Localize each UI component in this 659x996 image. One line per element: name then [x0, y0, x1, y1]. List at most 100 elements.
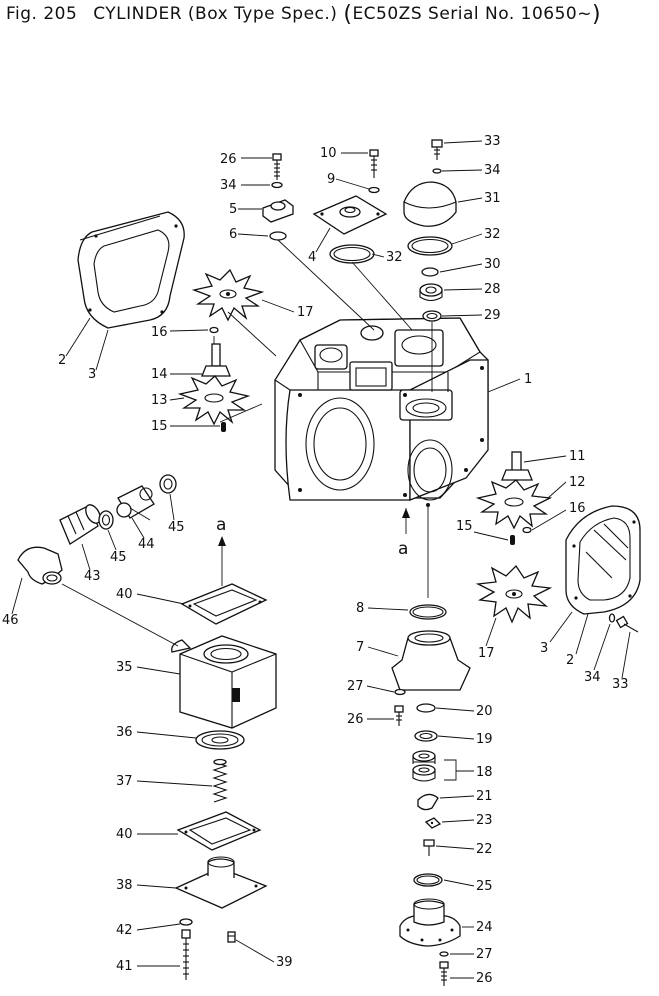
view-arrow-right: a [398, 508, 410, 559]
callout-2: 2 [58, 353, 66, 368]
callout-10: 10 [320, 146, 337, 161]
washer-27-upper [394, 688, 406, 696]
callout-15: 15 [456, 519, 473, 534]
hose-43 [59, 504, 101, 545]
callout-32: 32 [386, 250, 403, 265]
union-44 [116, 485, 155, 519]
callout-leader-27 [366, 685, 395, 693]
callout-leader-35 [136, 666, 181, 675]
callout-37: 37 [116, 774, 133, 789]
impeller-shaft-14-13 [177, 343, 251, 426]
callout-40: 40 [116, 587, 133, 602]
callout-leader-7 [367, 646, 399, 657]
impeller-17-right [475, 564, 553, 624]
callout-44: 44 [138, 537, 155, 552]
callout-45: 45 [168, 520, 185, 535]
callout-42: 42 [116, 923, 133, 938]
callout-29: 29 [484, 308, 501, 323]
pin-16-right [522, 526, 532, 534]
right-cover-gasket [565, 505, 641, 615]
callout-leader-33 [621, 631, 631, 679]
callout-13: 13 [151, 393, 168, 408]
pin-16-left [209, 326, 219, 334]
spring-37 [212, 758, 228, 803]
callout-leader-30 [439, 263, 483, 273]
callout-9: 9 [327, 172, 335, 187]
callout-23: 23 [476, 813, 493, 828]
callout-2: 2 [566, 653, 574, 668]
screw-22 [423, 839, 435, 856]
callout-leader-12 [547, 481, 567, 499]
callout-leader-45 [169, 493, 175, 521]
callout-leader-15 [473, 531, 509, 541]
figure-number: Fig. 205 [6, 4, 78, 24]
callout-3: 3 [88, 367, 96, 382]
callout-leader-1 [487, 378, 521, 393]
callout-leader-3 [95, 329, 109, 371]
callout-leader-20 [435, 707, 475, 712]
callout-16: 16 [151, 325, 168, 340]
paren-open: ( [343, 2, 353, 27]
pin-15-right [510, 535, 515, 545]
callout-leader-36 [136, 731, 197, 739]
callout-leader-11 [523, 455, 567, 463]
callout-leader-2 [65, 317, 91, 357]
callout-leader-21 [439, 795, 475, 799]
o-ring-6 [269, 231, 287, 241]
callout-14: 14 [151, 367, 168, 382]
callout-leader-43 [81, 543, 91, 571]
callout-40: 40 [116, 827, 133, 842]
callout-7: 7 [356, 640, 364, 655]
callout-26: 26 [220, 152, 237, 167]
callout-24: 24 [476, 920, 493, 935]
bolt-26-lower-right [439, 961, 449, 986]
dome-cap-31 [403, 181, 457, 227]
ring-20 [416, 703, 436, 713]
callout-leader-28 [443, 288, 483, 291]
lock-plate-23 [424, 817, 442, 829]
paren-close: ) [591, 2, 602, 27]
view-arrow-left: a [216, 515, 226, 586]
elbow-46 [17, 546, 63, 585]
callout-leader-23 [441, 819, 475, 823]
callout-leader-46 [11, 577, 23, 615]
callout-34: 34 [484, 163, 501, 178]
washer-42 [179, 918, 193, 926]
callout-22: 22 [476, 842, 493, 857]
callout-25: 25 [476, 879, 493, 894]
lock-washer-21 [417, 793, 439, 811]
callout-33: 33 [484, 134, 501, 149]
plug-39 [227, 931, 236, 943]
bolt-10 [369, 149, 379, 178]
callout-leader-13 [169, 397, 185, 401]
callout-leader-38 [136, 884, 177, 889]
cylinder-body [274, 317, 489, 507]
callout-leader-44 [131, 517, 145, 539]
callout-leader-39 [235, 939, 275, 963]
bearing-pair-18 [412, 750, 436, 782]
callout-4: 4 [308, 250, 316, 265]
callout-1: 1 [524, 372, 532, 387]
bolt-33-right [615, 615, 639, 633]
callout-21: 21 [476, 789, 493, 804]
callout-leader-29 [441, 314, 483, 317]
callout-26: 26 [347, 712, 364, 727]
callout-41: 41 [116, 959, 133, 974]
washer-34-right [432, 168, 442, 174]
washer-34-top [271, 181, 283, 189]
bolt-26-top [272, 153, 282, 180]
callout-leader-42 [136, 923, 181, 931]
washer-34-right-side [608, 613, 616, 623]
box-housing-35 [171, 635, 277, 729]
callout-43: 43 [84, 569, 101, 584]
callout-17: 17 [297, 305, 314, 320]
cover-38 [174, 856, 268, 909]
assembly-lines [61, 239, 433, 647]
callout-32: 32 [484, 227, 501, 242]
callout-18-bracket [444, 759, 457, 781]
callout-36: 36 [116, 725, 133, 740]
callout-39: 39 [276, 955, 293, 970]
callout-leader-16 [169, 329, 209, 332]
callout-leader-34 [593, 623, 611, 671]
